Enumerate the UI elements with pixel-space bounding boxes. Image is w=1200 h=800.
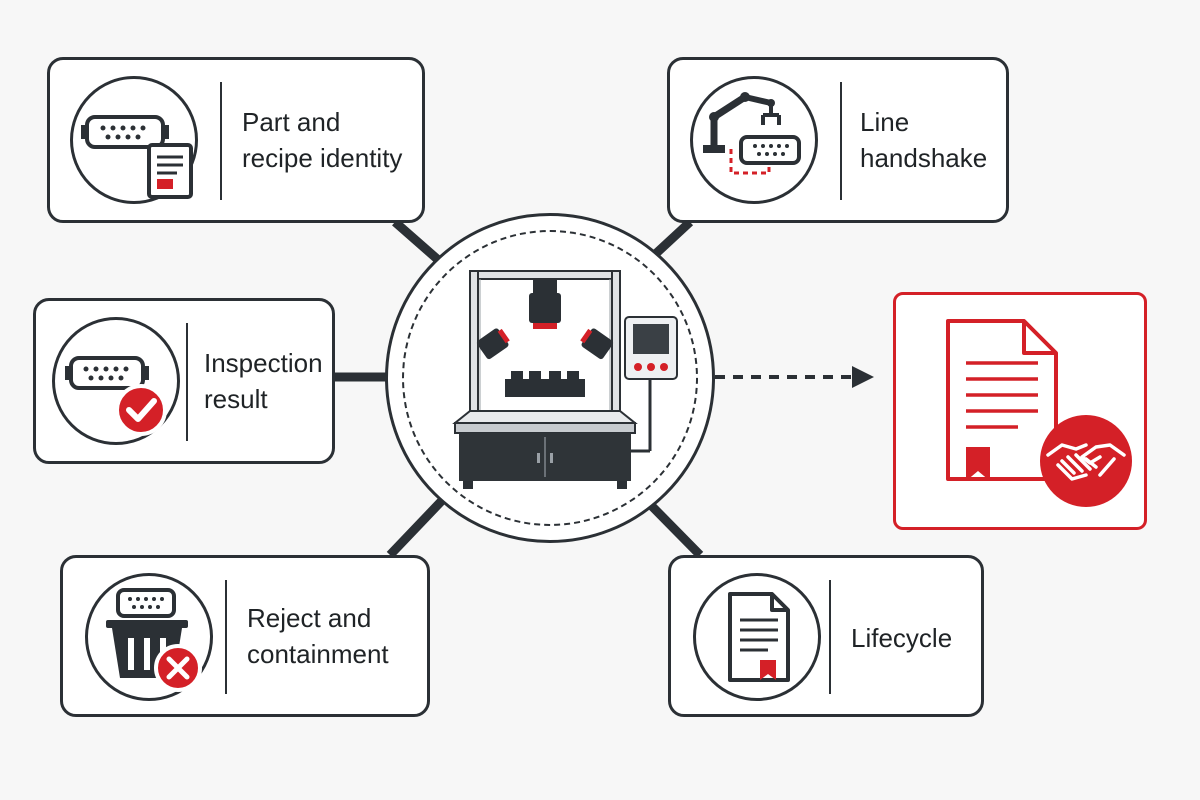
vision-inspection-station-icon <box>452 270 678 489</box>
node-lifecycle: Lifecycle <box>668 555 984 717</box>
node-label: Line handshake <box>860 104 987 176</box>
node-divider <box>840 82 842 200</box>
node-label-line-1: Lifecycle <box>851 623 953 653</box>
node-icon-circle <box>52 317 180 445</box>
node-divider <box>225 580 227 694</box>
center-hub <box>385 213 715 543</box>
node-inspection-result: Inspection result <box>33 298 335 464</box>
node-divider <box>220 82 222 200</box>
arrow-head-icon <box>852 366 874 388</box>
node-label: Lifecycle <box>851 620 952 656</box>
node-icon-circle <box>690 76 818 204</box>
node-label-line-1: Inspection <box>204 348 323 378</box>
node-icon-circle <box>85 573 213 701</box>
document-with-ribbon-icon <box>728 592 790 682</box>
node-label: Inspection result <box>204 345 323 417</box>
node-label-line-1: Line <box>860 107 910 137</box>
connector-with-document-icon <box>81 115 193 199</box>
node-label: Part and recipe identity <box>242 104 402 176</box>
node-label-line-2: handshake <box>860 143 988 173</box>
node-label-line-2: containment <box>247 639 389 669</box>
output-certificate-card <box>893 292 1147 530</box>
center-hub-dashed-ring <box>402 230 698 526</box>
node-divider <box>186 323 188 441</box>
connector-in-bin-icon <box>106 588 202 692</box>
robot-arm-icon <box>703 92 801 175</box>
node-line-handshake: Line handshake <box>667 57 1009 223</box>
node-reject-containment: Reject and containment <box>60 555 430 717</box>
node-label-line-1: Part and <box>242 107 341 137</box>
node-icon-circle <box>693 573 821 701</box>
node-divider <box>829 580 831 694</box>
connector-with-checkmark-icon <box>65 356 167 436</box>
node-part-recipe-identity: Part and recipe identity <box>47 57 425 223</box>
node-label-line-2: recipe identity <box>242 143 403 173</box>
node-label: Reject and containment <box>247 600 389 672</box>
node-label-line-1: Reject and <box>247 603 372 633</box>
node-icon-circle <box>70 76 198 204</box>
certificate-handshake-icon <box>946 319 1132 507</box>
node-label-line-2: result <box>204 384 268 414</box>
